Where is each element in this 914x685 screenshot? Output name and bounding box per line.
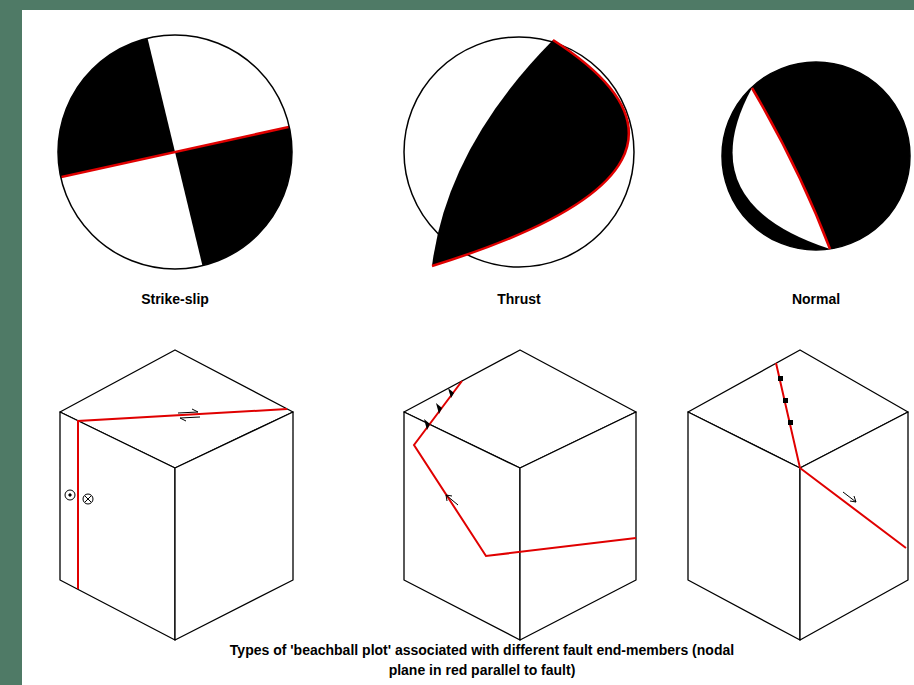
fault-type-label: Thrust — [497, 291, 541, 307]
strike-slip-cube — [60, 350, 293, 640]
slip-arrows — [178, 409, 200, 421]
fault-type-holder: Normal — [792, 291, 840, 307]
thrust-fault — [414, 381, 636, 556]
fault-type-label: Strike-slip — [141, 291, 209, 307]
normal-cube — [688, 350, 908, 640]
normal-beachball — [722, 62, 910, 250]
fault-type-label: Normal — [792, 291, 840, 307]
thrust-cube — [404, 350, 636, 640]
caption: Types of 'beachball plot' associated wit… — [212, 640, 752, 680]
thrust-beachball — [404, 37, 634, 267]
normal-fault — [776, 363, 906, 548]
strike-slip-fault — [78, 409, 287, 589]
fault-type-holder: Thrust — [497, 291, 541, 307]
fault-type-holder: Strike-slip — [141, 291, 209, 307]
caption-holder: Types of 'beachball plot' associated wit… — [212, 640, 752, 680]
out-in-symbols — [65, 490, 93, 504]
